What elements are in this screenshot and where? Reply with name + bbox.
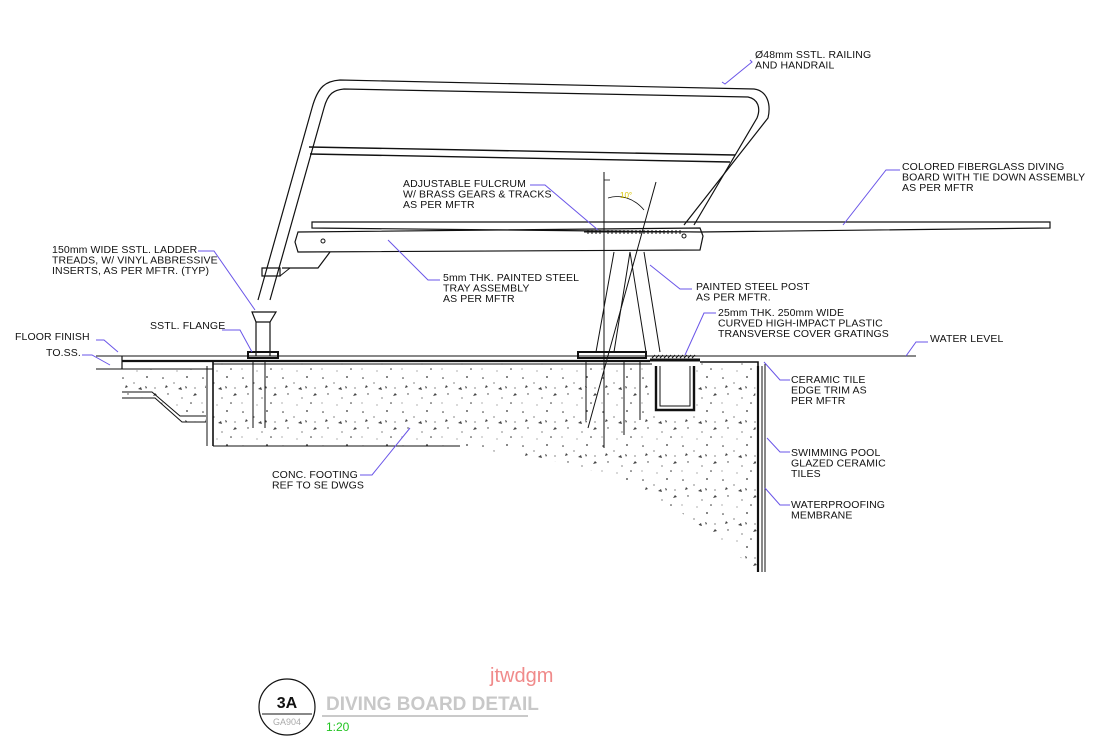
title-block: 3A GA904 DIVING BOARD DETAIL 1:20 <box>258 678 539 736</box>
steel-tray <box>279 227 704 277</box>
watermark: jtwdgm <box>489 665 553 687</box>
floor-slab <box>121 356 206 423</box>
angle-indicator: 10° <box>604 179 645 211</box>
pool-wall <box>756 364 766 572</box>
label-membrane: WATERPROOFING MEMBRANE <box>791 499 888 522</box>
sheet-number: GA904 <box>273 717 301 727</box>
handrail <box>257 79 770 301</box>
steel-post <box>577 172 661 448</box>
detail-bubble <box>258 678 316 736</box>
detail-title: DIVING BOARD DETAIL <box>326 694 539 715</box>
detail-number: 3A <box>277 695 298 712</box>
annotations: Ø48mm SSTL. RAILING AND HANDRAIL COLORED… <box>15 49 1088 522</box>
label-ladder: 150mm WIDE SSTL. LADDER TREADS, W/ VINYL… <box>52 244 221 277</box>
label-pool-tiles: SWIMMING POOL GLAZED CERAMIC TILES <box>791 447 889 480</box>
label-footing: CONC. FOOTING REF TO SE DWGS <box>272 469 364 492</box>
label-railing: Ø48mm SSTL. RAILING AND HANDRAIL <box>755 49 874 72</box>
floor-finish-line <box>96 359 652 370</box>
label-floor: FLOOR FINISH <box>15 331 90 343</box>
label-tray: 5mm THK. PAINTED STEEL TRAY ASSEMBLY AS … <box>443 272 582 305</box>
diving-board <box>311 221 1051 233</box>
fulcrum-scale <box>584 230 690 234</box>
label-tile-trim: CERAMIC TILE EDGE TRIM AS PER MFTR <box>791 374 870 407</box>
label-grating: 25mm THK. 250mm WIDE CURVED HIGH-IMPACT … <box>718 307 889 340</box>
gutter-grating <box>650 354 759 412</box>
angle-label: 10° <box>620 191 632 200</box>
concrete-footing <box>206 362 757 572</box>
label-toss: TO.SS. <box>46 347 81 359</box>
detail-scale: 1:20 <box>326 720 350 734</box>
label-post: PAINTED STEEL POST AS PER MFTR. <box>696 281 813 304</box>
label-board: COLORED FIBERGLASS DIVING BOARD WITH TIE… <box>902 161 1088 194</box>
label-fulcrum: ADJUSTABLE FULCRUM W/ BRASS GEARS & TRAC… <box>403 178 555 211</box>
label-flange: SSTL. FLANGE <box>150 320 225 332</box>
leader-lines <box>82 59 928 506</box>
label-water: WATER LEVEL <box>930 333 1004 345</box>
